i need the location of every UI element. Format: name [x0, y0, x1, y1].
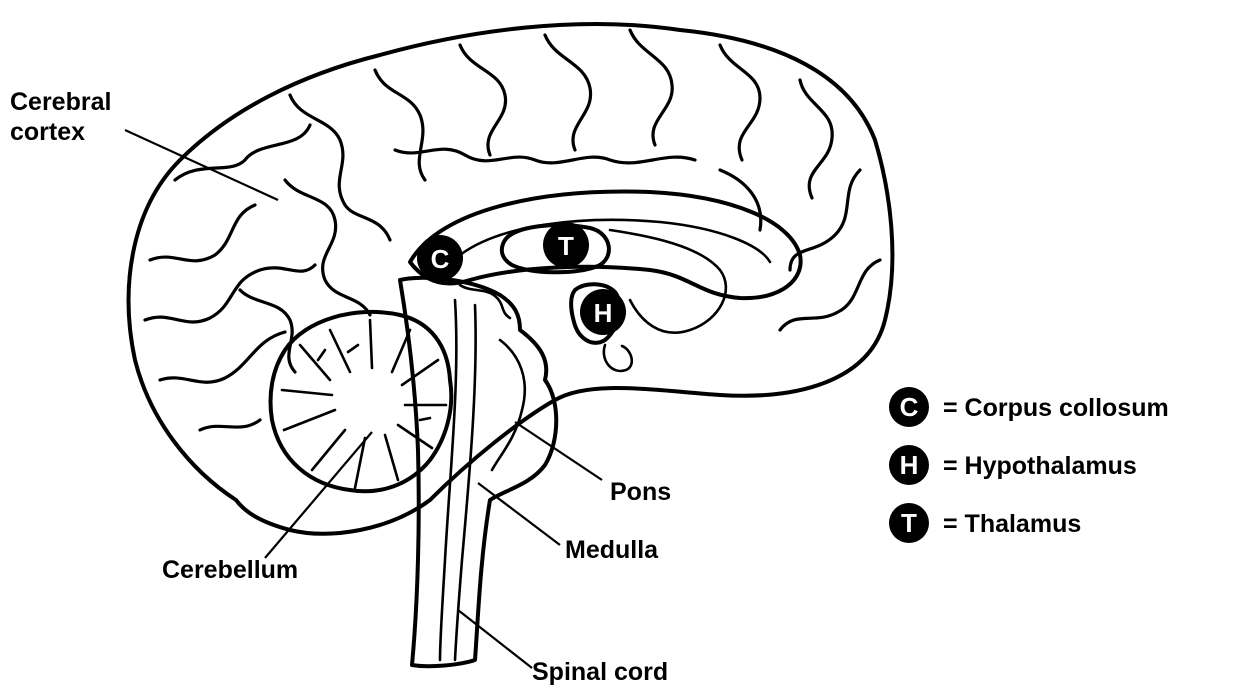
leader-spinal-cord	[458, 610, 532, 668]
cerebellum-folia	[282, 320, 446, 488]
leader-lines	[125, 130, 602, 668]
leader-cerebellum	[265, 432, 372, 558]
svg-text:= Corpus collosum: = Corpus collosum	[943, 394, 1169, 422]
legend-item-thalamus: T = Thalamus	[889, 503, 1081, 543]
label-cerebellum: Cerebellum	[162, 556, 298, 584]
legend: C = Corpus collosum H = Hypothalamus T =…	[889, 387, 1169, 543]
svg-text:H: H	[594, 298, 613, 328]
leader-pons	[515, 422, 602, 480]
svg-text:C: C	[900, 392, 919, 422]
label-pons: Pons	[610, 478, 671, 506]
svg-text:T: T	[901, 508, 917, 538]
fornix	[610, 230, 726, 333]
svg-text:C: C	[431, 244, 450, 274]
svg-text:= Thalamus: = Thalamus	[943, 510, 1081, 538]
label-cerebral-cortex-line2: cortex	[10, 118, 85, 146]
leader-medulla	[478, 483, 560, 545]
badge-hypothalamus: H	[580, 289, 626, 335]
badge-corpus-callosum: C	[417, 235, 463, 281]
svg-text:H: H	[900, 450, 919, 480]
badge-thalamus: T	[543, 222, 589, 268]
legend-item-corpus-collosum: C = Corpus collosum	[889, 387, 1169, 427]
svg-text:T: T	[558, 231, 574, 261]
pons-bulge	[492, 340, 525, 470]
label-spinal-cord: Spinal cord	[532, 658, 668, 686]
svg-text:= Hypothalamus: = Hypothalamus	[943, 452, 1137, 480]
brainstem-tract-2	[455, 305, 476, 660]
label-cerebral-cortex-line1: Cerebral	[10, 88, 111, 116]
label-medulla: Medulla	[565, 536, 659, 564]
brainstem	[400, 278, 556, 666]
legend-item-hypothalamus: H = Hypothalamus	[889, 445, 1137, 485]
pituitary	[604, 345, 632, 371]
